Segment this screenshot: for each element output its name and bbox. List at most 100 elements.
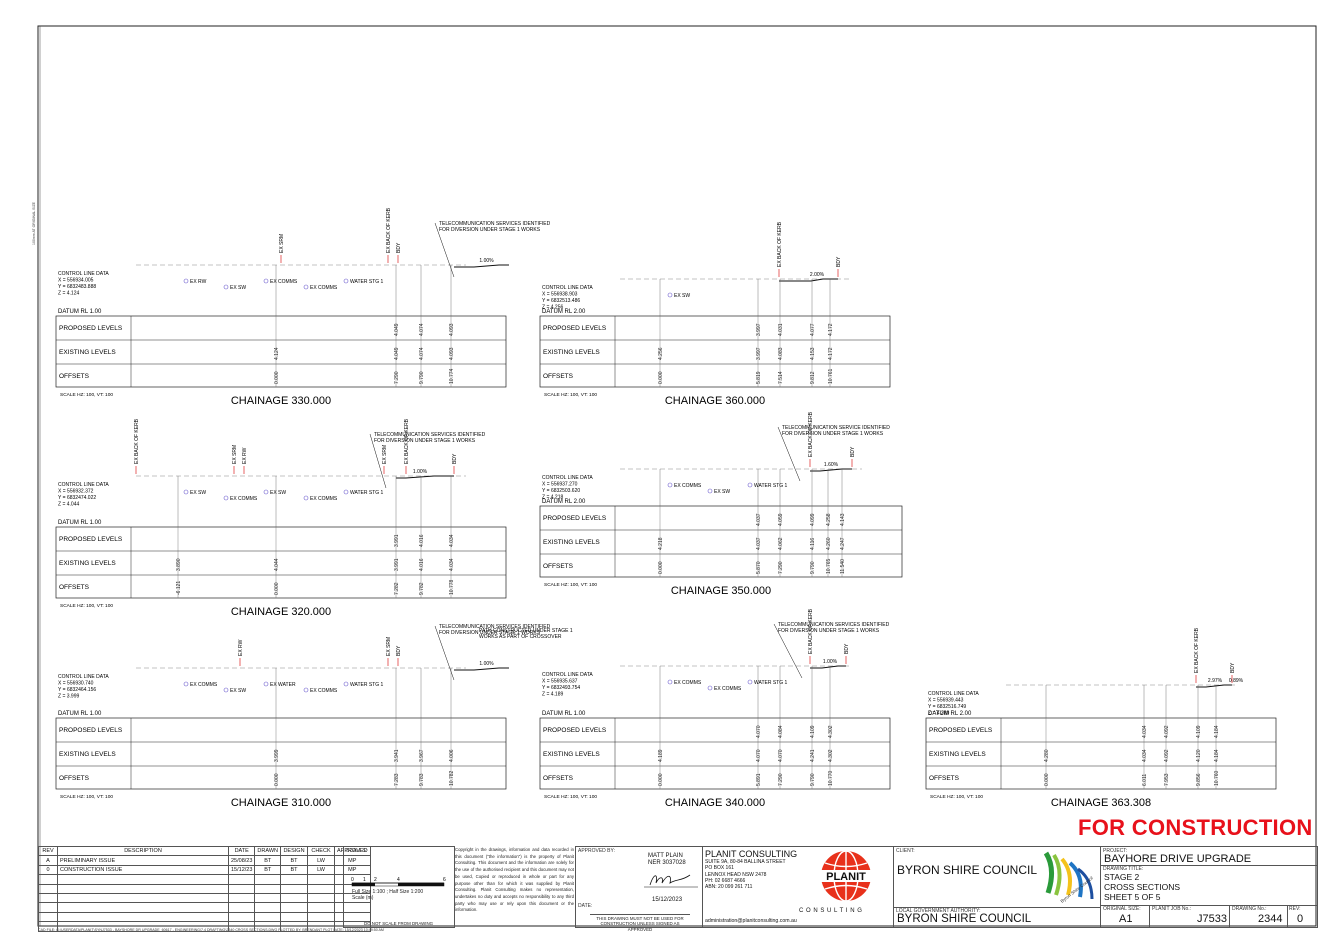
datum-label: DATUM RL 1.00 <box>58 309 102 315</box>
revision-cell <box>38 921 58 932</box>
existing-level-value: 4.006 <box>449 749 455 762</box>
control-line-value: Y = 6832516.749 <box>928 704 966 710</box>
service-label: EX COMMS <box>714 686 742 692</box>
revision-cell: DESCRIPTION <box>57 845 229 857</box>
chainage-title: CHAINAGE 330.000 <box>231 395 331 407</box>
original-size: A1 <box>1119 913 1133 925</box>
revision-cell: DRAWN <box>254 845 281 857</box>
revision-cell <box>38 902 58 913</box>
control-line-label: CONTROL LINE DATA <box>928 691 979 697</box>
chainage-title: CHAINAGE 310.000 <box>231 797 331 809</box>
consultant-name: PLANIT CONSULTING <box>705 849 798 859</box>
proposed-surface <box>454 667 509 671</box>
service-symbol <box>223 284 229 290</box>
datum-label: DATUM RL 2.00 <box>928 711 972 717</box>
proposed-levels-label: PROPOSED LEVELS <box>543 727 607 734</box>
marker-label: EX RW <box>242 447 248 464</box>
scales-panel: SCALES: 0 1 2 4 6 Full Size 1:100 ; Half… <box>343 846 455 928</box>
drawing-number: 2344 <box>1258 913 1283 925</box>
revision-cell <box>254 911 281 923</box>
revision-cell <box>57 883 229 894</box>
offset-value: 5.891 <box>756 773 762 786</box>
offset-value: 9.782 <box>419 582 425 595</box>
revision-cell: LW <box>307 855 335 866</box>
address-line: SUITE 9A, 80-84 BALLINA STREET <box>705 859 786 865</box>
existing-level-value: 3.999 <box>274 749 280 762</box>
grade-label: 1.00% <box>413 469 428 475</box>
grade-label: 1.00% <box>479 661 494 667</box>
service-symbol <box>707 685 713 691</box>
service-symbol <box>303 284 309 290</box>
offset-value: 5.870 <box>756 561 762 574</box>
proposed-levels-label: PROPOSED LEVELS <box>929 727 993 734</box>
callout-text: FOR DIVERSION UNDER STAGE 1 WORKS <box>778 628 880 634</box>
consultant-email: administration@planitconsulting.com.au <box>705 918 797 924</box>
chainage-title: CHAINAGE 320.000 <box>231 606 331 618</box>
do-not-scale-note: DO NOT SCALE FROM DRAWING <box>364 921 434 926</box>
callout-text: FOR DIVERSION UNDER STAGE 1 WORKS <box>374 438 476 444</box>
service-label: WATER STG 1 <box>350 279 384 285</box>
callout-text: TELECOMMUNICATION SERVICES IDENTIFIED <box>439 221 551 227</box>
existing-level-value: 3.997 <box>756 347 762 360</box>
rev-label: REV: <box>1289 906 1301 912</box>
control-line-label: CONTROL LINE DATA <box>58 674 109 680</box>
proposed-level-value: 4.016 <box>419 534 425 547</box>
existing-level-value: 4.184 <box>1214 749 1220 762</box>
revision-cell <box>38 883 58 894</box>
title-line: SHEET 5 OF 5 <box>1104 892 1161 902</box>
levels-table <box>539 315 891 388</box>
existing-level-value: 4.189 <box>658 749 664 762</box>
existing-level-value: 4.044 <box>274 558 280 571</box>
service-symbol <box>747 482 753 488</box>
revision-cell <box>280 911 308 923</box>
service-label: EX COMMS <box>310 285 338 291</box>
offset-value: 10.770 <box>828 770 834 786</box>
revision-cell: DESIGN <box>280 845 308 857</box>
offset-value: 7.282 <box>394 582 400 595</box>
offsets-label: OFFSETS <box>929 775 960 782</box>
levels-table <box>55 717 507 790</box>
date-label: DATE: <box>578 903 593 909</box>
revision-cell <box>38 892 58 904</box>
drawing-no-label: DRAWING No.: <box>1232 906 1267 912</box>
offset-value: 7.283 <box>394 773 400 786</box>
service-label: WATER STG 1 <box>350 490 384 496</box>
datum-label: DATUM RL 2.00 <box>542 499 586 505</box>
for-construction-stamp: FOR CONSTRUCTION <box>1078 815 1313 840</box>
existing-levels-label: EXISTING LEVELS <box>543 539 600 546</box>
revision-cell: 15/12/23 <box>227 864 256 876</box>
levels-table <box>539 717 891 790</box>
proposed-surface <box>810 468 852 472</box>
service-symbol <box>343 278 349 284</box>
callout-text-2: PATH CONSTRUCTED UNDER STAGE 1 <box>479 628 573 634</box>
revision-cell <box>280 883 308 894</box>
chainage-title: CHAINAGE 363.308 <box>1051 797 1151 809</box>
grade-label: 2.97% <box>1208 678 1223 684</box>
control-line-label: CONTROL LINE DATA <box>58 271 109 277</box>
proposed-levels-label: PROPOSED LEVELS <box>59 536 123 543</box>
proposed-levels-label: PROPOSED LEVELS <box>59 325 123 332</box>
service-label: EX COMMS <box>310 688 338 694</box>
scale-note: SCALE HZ: 100, VT: 100 <box>544 794 597 800</box>
revision-cell: A <box>38 855 58 866</box>
service-symbol <box>707 488 713 494</box>
existing-level-value: 4.034 <box>449 558 455 571</box>
scale-note: SCALE HZ: 100, VT: 100 <box>930 794 983 800</box>
proposed-level-value: 4.302 <box>828 725 834 738</box>
service-symbol <box>223 687 229 693</box>
existing-level-value: 4.083 <box>778 347 784 360</box>
marker-label: EX BACK OF KERB <box>1194 627 1200 673</box>
offset-value: 6.011 <box>1142 774 1148 786</box>
service-label: EX WATER <box>270 682 296 688</box>
address-line: ABN: 20 099 261 711 <box>705 884 753 891</box>
control-line-label: CONTROL LINE DATA <box>542 672 593 678</box>
marker-label: EX BACK OF KERB <box>386 207 392 253</box>
marker-label: EX SRM <box>382 445 388 464</box>
revision-row-empty <box>38 883 371 894</box>
scale-tick-4: 4 <box>397 877 400 883</box>
control-line-value: Y = 6832493.754 <box>542 685 580 691</box>
control-line-label: CONTROL LINE DATA <box>542 285 593 291</box>
